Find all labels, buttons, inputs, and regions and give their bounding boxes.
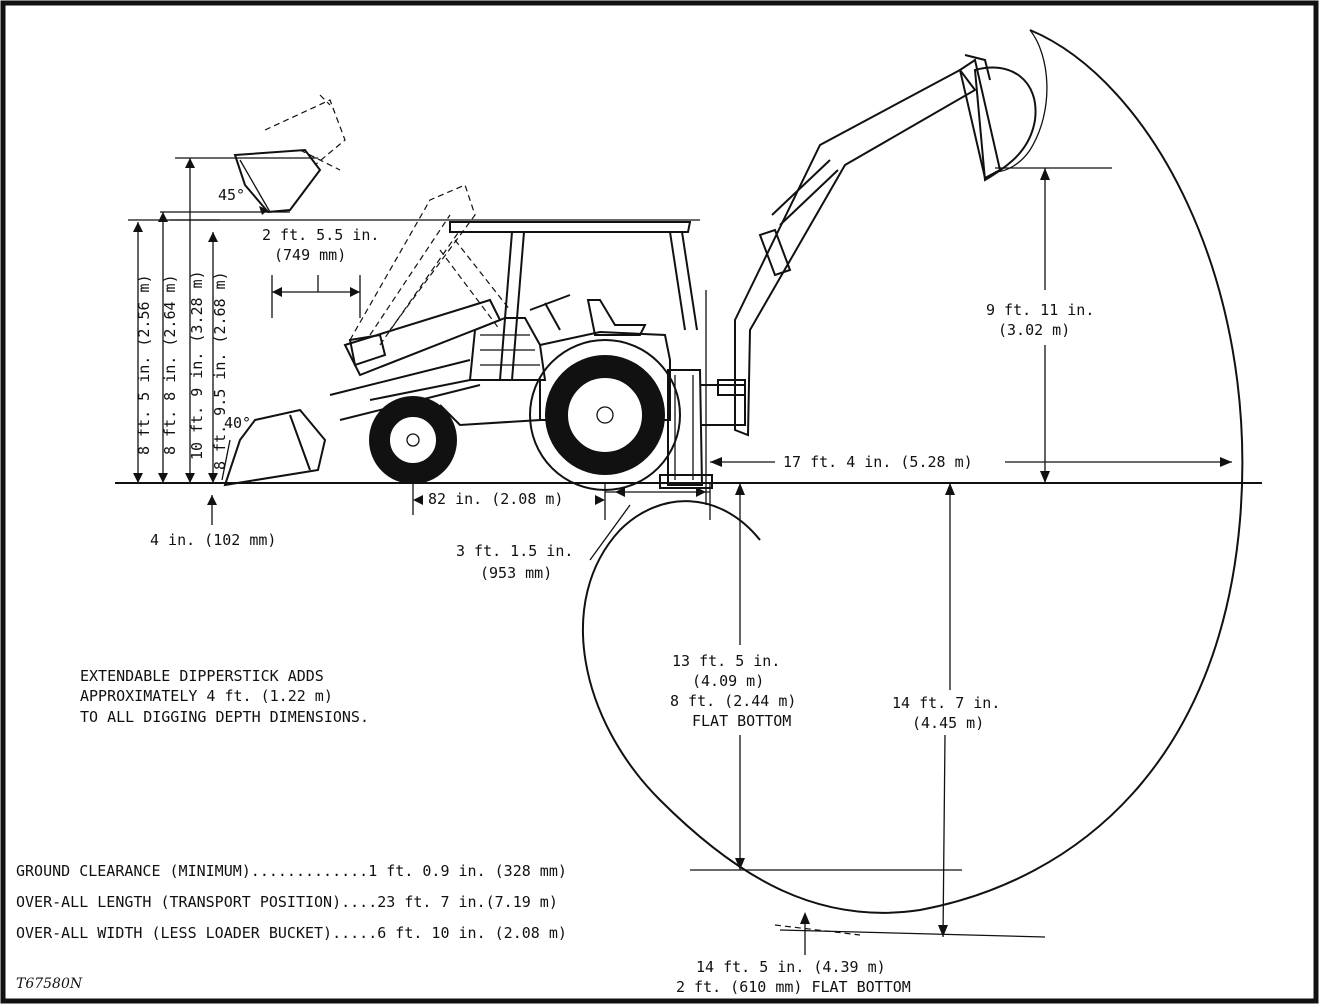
max-dig-depth-metric-label: (4.45 m) <box>912 714 984 732</box>
dipperstick-note-line2: APPROXIMATELY 4 ft. (1.22 m) <box>80 687 333 705</box>
loader-height-2-label: 8 ft. 8 in. (2.64 m) <box>161 274 179 455</box>
dig-depth-2ft-line1: 14 ft. 5 in. (4.39 m) <box>696 958 886 976</box>
dig-depth-8ft-line2: (4.09 m) <box>692 672 764 690</box>
loader-height-4-label: 8 ft. 9.5 in. (2.68 m) <box>211 271 229 470</box>
dump-reach-label: 2 ft. 5.5 in. <box>262 226 379 244</box>
angle-40-label: 40° <box>224 414 251 432</box>
dipperstick-note-line1: EXTENDABLE DIPPERSTICK ADDS <box>80 667 324 685</box>
spec-overall-width: OVER-ALL WIDTH (LESS LOADER BUCKET).....… <box>16 924 567 942</box>
spec-ground-clearance: GROUND CLEARANCE (MINIMUM).............1… <box>16 862 567 880</box>
angle-45-label: 45° <box>218 186 245 204</box>
axle-to-pivot-label: 3 ft. 1.5 in. <box>456 542 573 560</box>
backhoe-arm-illustration <box>717 54 1037 437</box>
dump-reach-metric-label: (749 mm) <box>274 246 346 264</box>
loader-arm-illustration <box>223 94 511 487</box>
loading-height-label: 9 ft. 11 in. <box>986 301 1094 319</box>
dig-depth-8ft-line4: FLAT BOTTOM <box>692 712 791 730</box>
loader-height-1-label: 8 ft. 5 in. (2.56 m) <box>135 274 153 455</box>
axle-to-pivot-metric-label: (953 mm) <box>480 564 552 582</box>
loading-height-metric-label: (3.02 m) <box>998 321 1070 339</box>
max-dig-depth-label: 14 ft. 7 in. <box>892 694 1000 712</box>
wheelbase-label: 82 in. (2.08 m) <box>428 490 563 508</box>
tractor-illustration <box>369 221 746 505</box>
dig-depth-2ft-line2: 2 ft. (610 mm) FLAT BOTTOM <box>676 978 911 996</box>
dimension-lines <box>128 157 1232 955</box>
dig-depth-8ft-line1: 13 ft. 5 in. <box>672 652 780 670</box>
figure-id-label: T67580N <box>16 976 83 992</box>
reach-label: 17 ft. 4 in. (5.28 m) <box>783 453 973 471</box>
dig-below-label: 4 in. (102 mm) <box>150 531 276 549</box>
dipperstick-note-line3: TO ALL DIGGING DEPTH DIMENSIONS. <box>80 708 369 726</box>
spec-overall-length: OVER-ALL LENGTH (TRANSPORT POSITION)....… <box>16 893 558 911</box>
digging-envelope-curve <box>582 29 1244 914</box>
flat-bottom-2ft-line <box>779 929 1046 938</box>
dig-depth-8ft-line3: 8 ft. (2.44 m) <box>670 692 796 710</box>
loader-height-3-label: 10 ft. 9 in. (3.28 m) <box>188 270 206 460</box>
